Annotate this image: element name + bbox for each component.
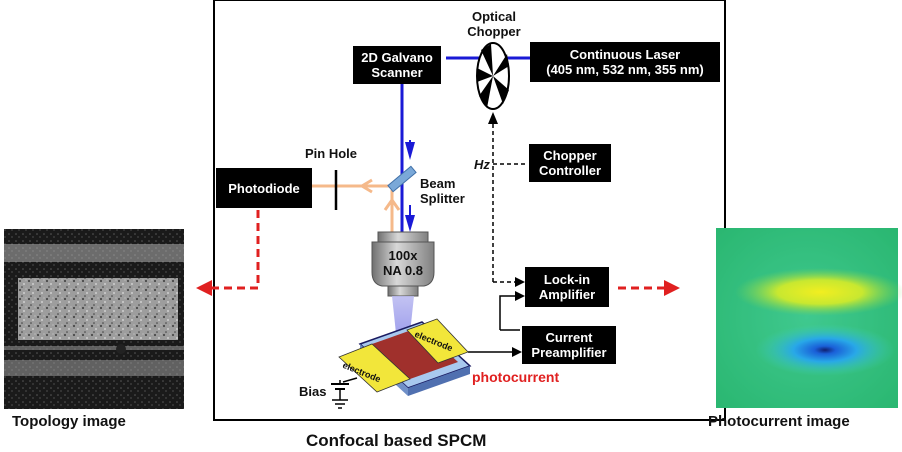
objective-lens [371,231,435,297]
lockin-amplifier-box: Lock-in Amplifier [525,267,609,307]
hz-label: Hz [474,157,490,172]
bias-circuit [331,377,358,409]
beam-splitter-label: Beam Splitter [420,176,465,206]
optical-chopper-wheel [476,42,510,110]
optical-chopper-label: Optical Chopper [467,9,521,39]
continuous-laser-box: Continuous Laser (405 nm, 532 nm, 355 nm… [530,42,720,82]
current-preamplifier-box: Current Preamplifier [522,326,616,364]
photodiode-box: Photodiode [216,168,312,208]
chopper-controller-box: Chopper Controller [529,144,611,182]
preamp-to-lockin-line [499,295,515,330]
return-beam-arrow-up [383,197,401,211]
photocurrent-image [716,228,902,408]
caption-center: Confocal based SPCM [306,431,487,450]
return-beam-arrow-left [359,178,373,194]
sample-device [338,318,472,396]
galvano-scanner-box: 2D Galvano Scanner [353,46,441,84]
topology-image [4,229,184,409]
beam-down-arrow-2 [405,215,415,232]
bias-label: Bias [299,384,327,399]
setup-frame [213,0,726,421]
beam-splitter [387,165,417,193]
photocurrent-label: photocurrent [472,369,560,385]
caption-right: Photocurrent image [708,413,850,430]
beam-down-arrow-1 [405,142,415,160]
pin-hole-label: Pin Hole [305,146,358,161]
caption-left: Topology image [12,413,126,430]
photodiode-output-arrow [212,210,260,290]
objective-label: 100x NA 0.8 [383,248,423,278]
